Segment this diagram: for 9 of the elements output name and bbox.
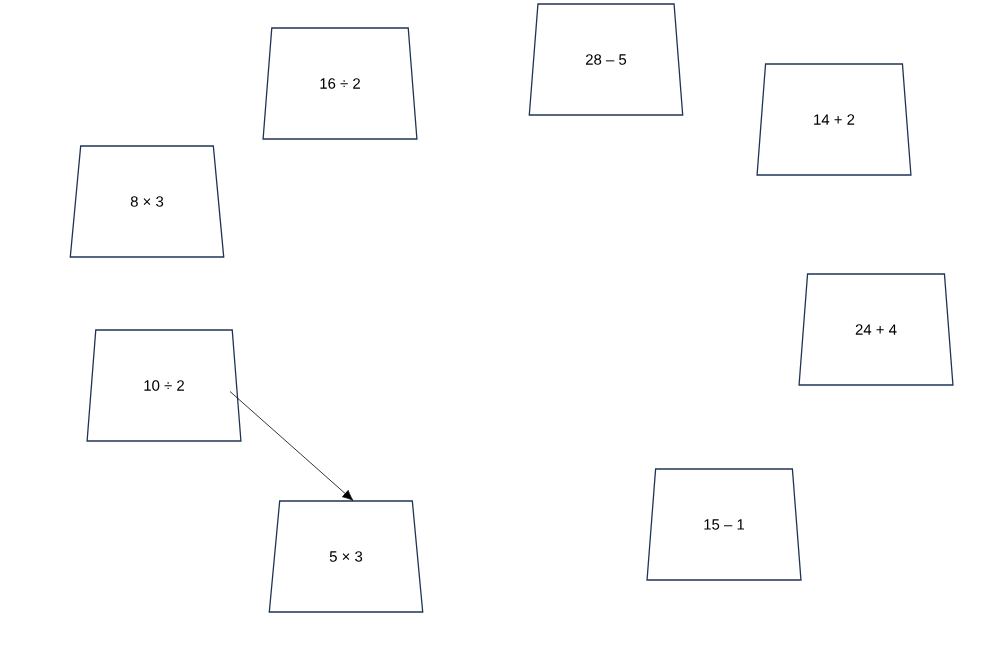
trapezoid-box: 14 + 2 — [756, 63, 912, 176]
trapezoid-box: 28 – 5 — [528, 3, 684, 116]
arrow — [229, 391, 354, 501]
trapezoid-box: 8 × 3 — [69, 145, 225, 258]
trapezoid-box: 24 + 4 — [798, 273, 954, 386]
trapezoid-box: 10 ÷ 2 — [86, 329, 242, 442]
trapezoid-box: 15 – 1 — [646, 468, 802, 581]
trapezoid-box: 5 × 3 — [268, 500, 424, 613]
trapezoid-box: 16 ÷ 2 — [262, 27, 418, 140]
